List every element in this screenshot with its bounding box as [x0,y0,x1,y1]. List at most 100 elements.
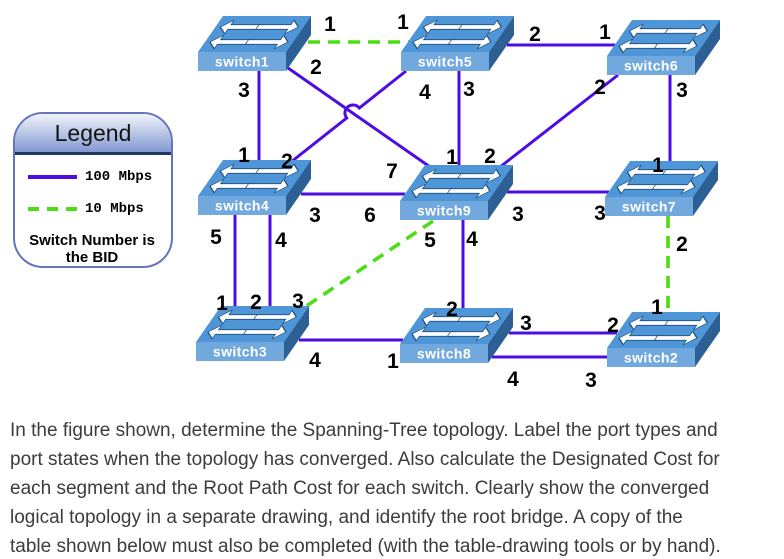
legend-body: 100 Mbps 10 Mbps Switch Number is the BI… [15,155,171,266]
switch-arrows-icon [616,164,706,195]
switch-name-switch2: switch2 [624,350,678,366]
port-label-switch9-3: 3 [512,203,524,226]
switch-switch1: switch1 [198,16,311,71]
arrow-glyph [446,183,491,199]
arrow-glyph [458,19,502,35]
switches-layer: switch1 switch5 switch6 switch4 switch9 switc… [196,16,720,367]
port-label-switch9-4: 4 [466,228,478,251]
port-label-switch4-3: 3 [309,204,321,227]
switch-side-face [695,312,720,367]
port-label-switch3-2: 2 [250,291,262,314]
arrow-glyph [244,178,289,194]
instructions-line-4: logical topology in a separate drawing, … [10,507,683,528]
arrow-glyph [446,326,491,342]
legend-100mbps-sample [28,175,77,179]
port-label-switch8-1: 1 [387,350,399,373]
arrow-glyph [662,164,706,180]
switch-arrows-icon [618,23,708,54]
port-label-switch8-4: 4 [507,368,519,391]
arrow-glyph [628,315,673,331]
arrow-glyph [242,324,287,340]
switch-side-face [488,165,513,220]
switch-switch4: switch4 [198,160,311,215]
port-label-switch3-3: 3 [292,290,304,313]
switch-front-face [605,197,693,216]
switch-side-face [693,161,718,216]
instructions-line-5: table shown below must also be completed… [10,536,721,557]
port-label-switch1-2: 2 [310,56,322,79]
arrow-glyph [422,19,467,35]
legend-box: Legend 100 Mbps 10 Mbps Switch Number is… [13,112,173,268]
switch-arrows-icon [207,309,297,340]
arrow-glyph [411,326,456,342]
switch-switch3: switch3 [196,306,309,361]
port-label-switch4-2: 2 [281,150,293,173]
arrow-glyph [209,34,254,50]
switch-front-face [607,56,695,75]
switch-front-face [400,201,488,220]
switch-arrows-icon [209,163,299,194]
switch-switch7: switch7 [605,161,718,216]
arrow-glyph [255,163,299,179]
arrow-glyph [616,179,661,195]
port-label-switch5-1: 1 [397,11,409,34]
instructions-paragraph: In the figure shown, determine the Spann… [10,416,782,559]
arrow-glyph [457,168,501,184]
switch-switch9: switch9 [400,165,513,220]
port-label-switch1-3: 3 [238,79,250,102]
port-label-switch5-2: 2 [529,23,541,46]
switch-name-switch3: switch3 [213,344,267,360]
link-switch1-p2-switch9-p7 [287,66,434,171]
legend-100mbps-label: 100 Mbps [85,169,153,185]
switch-name-switch6: switch6 [624,58,678,74]
port-label-switch8-2: 2 [446,298,458,321]
legend-10mbps-sample [28,207,77,211]
arrow-glyph [626,164,671,180]
legend-10mbps-label: 10 Mbps [85,201,144,217]
arrow-glyph [253,309,297,325]
arrow-glyph [219,163,264,179]
port-label-switch9-1: 1 [446,146,458,169]
switch-arrows-icon [618,315,708,346]
instructions-line-2: port states when the topology has conver… [10,449,720,470]
arrow-glyph [457,311,501,327]
switch-arrows-icon [411,168,501,199]
switch-name-switch9: switch9 [417,203,471,219]
switch-name-switch4: switch4 [215,198,269,214]
switch-front-face [198,52,286,71]
switch-side-face [286,16,311,71]
port-label-switch5-4: 4 [419,81,431,104]
port-label-switch9-5: 5 [424,229,436,252]
port-label-switch7-3: 3 [594,202,606,225]
arrow-glyph [219,19,264,35]
link-switch6-p2-switch9-p2 [499,73,619,169]
port-label-switch9-7: 7 [386,160,398,183]
port-label-switch6-3: 3 [676,79,688,102]
port-label-switch4-4: 4 [275,229,287,252]
switch-switch5: switch5 [401,16,514,71]
arrow-glyph [653,330,698,346]
arrow-glyph [651,179,696,195]
instructions-line-1: In the figure shown, determine the Spann… [10,420,718,441]
switch-side-face [695,20,720,75]
port-label-switch2-1: 1 [651,296,663,319]
switch-name-switch8: switch8 [417,346,471,362]
port-label-switch9-2: 2 [484,145,496,168]
legend-title: Legend [54,119,132,146]
arrow-glyph [628,23,673,39]
port-label-switch6-2: 2 [594,76,606,99]
switch-name-switch5: switch5 [418,54,472,70]
port-label-switch7-2: 2 [676,233,688,256]
arrow-glyph [421,168,466,184]
legend-item-10mbps: 10 Mbps [28,200,171,218]
switch-front-face [400,344,488,363]
links-layer [233,40,672,359]
instructions-line-3: each segment and the Root Path Cost for … [10,478,710,499]
arrow-glyph [209,178,254,194]
port-label-switch5-3: 3 [463,78,475,101]
switch-arrows-icon [209,19,299,50]
switch-name-switch1: switch1 [215,54,269,70]
